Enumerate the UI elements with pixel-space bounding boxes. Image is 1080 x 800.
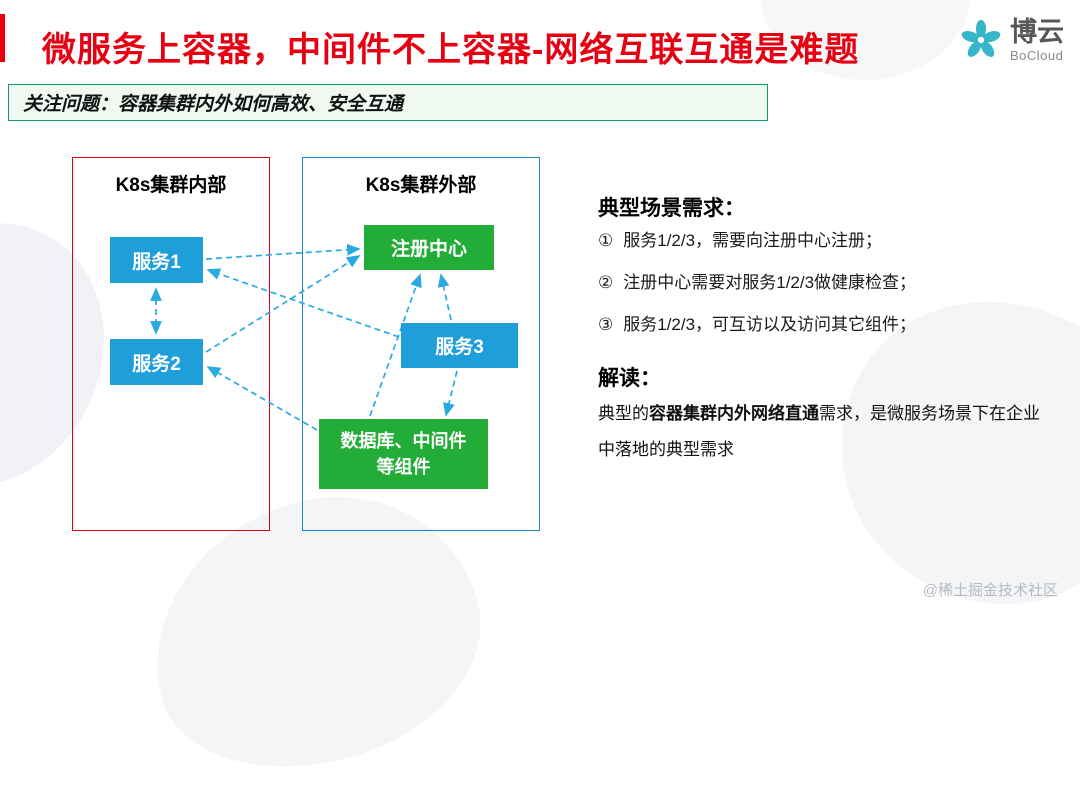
logo-text: 博云 BoCloud	[1010, 17, 1064, 64]
page-title: 微服务上容器，中间件不上容器-网络互联互通是难题	[42, 31, 860, 69]
requirement-item: ② 注册中心需要对服务1/2/3做健康检查；	[598, 272, 1068, 294]
requirement-number: ③	[598, 315, 614, 335]
external-cluster-box: K8s集群外部	[302, 157, 540, 531]
requirement-item: ③ 服务1/2/3，可互访以及访问其它组件；	[598, 314, 1068, 336]
focus-banner: 关注问题：容器集群内外如何高效、安全互通	[8, 84, 768, 121]
node-registry-center: 注册中心	[364, 225, 494, 270]
interpretation-suffix: 需求，是微服务场景下在企业中落地的典型需求	[598, 404, 1040, 459]
connection-arrows	[150, 243, 458, 431]
slide: 微服务上容器，中间件不上容器-网络互联互通是难题 博云 BoCloud 关注问题…	[0, 14, 1080, 800]
logo-name: 博云	[1010, 17, 1064, 47]
bocloud-logo: 博云 BoCloud	[959, 18, 1064, 63]
bocloud-flower-icon	[961, 19, 1001, 57]
node-middleware-components: 数据库、中间件 等组件	[319, 419, 488, 489]
requirements-list: ① 服务1/2/3，需要向注册中心注册； ② 注册中心需要对服务1/2/3做健康…	[598, 230, 1068, 356]
node-service-2: 服务2	[110, 339, 203, 385]
internal-cluster-box: K8s集群内部	[72, 157, 270, 531]
interpretation-heading: 解读：	[598, 367, 661, 390]
watermark: @稀土掘金技术社区	[922, 582, 1058, 599]
internal-cluster-label: K8s集群内部	[115, 175, 227, 196]
logo-subname: BoCloud	[1010, 48, 1064, 64]
interpretation-prefix: 典型的	[598, 404, 649, 423]
requirement-text: 服务1/2/3，需要向注册中心注册；	[623, 231, 883, 250]
requirement-number: ②	[598, 273, 614, 293]
requirement-text: 注册中心需要对服务1/2/3做健康检查；	[623, 273, 917, 293]
node-service-3: 服务3	[401, 323, 518, 368]
external-cluster-label: K8s集群外部	[365, 175, 477, 196]
title-accent-bar	[0, 14, 5, 62]
focus-banner-text: 关注问题：容器集群内外如何高效、安全互通	[23, 94, 404, 115]
interpretation-bold: 容器集群内外网络直通	[649, 404, 819, 423]
requirement-number: ①	[598, 231, 614, 250]
requirements-heading: 典型场景需求：	[598, 197, 745, 220]
requirement-item: ① 服务1/2/3，需要向注册中心注册；	[598, 230, 1068, 252]
interpretation-text: 典型的容器集群内外网络直通需求，是微服务场景下在企业中落地的典型需求	[598, 396, 1054, 468]
node-service-1: 服务1	[110, 237, 203, 283]
requirement-text: 服务1/2/3，可互访以及访问其它组件；	[623, 315, 917, 335]
